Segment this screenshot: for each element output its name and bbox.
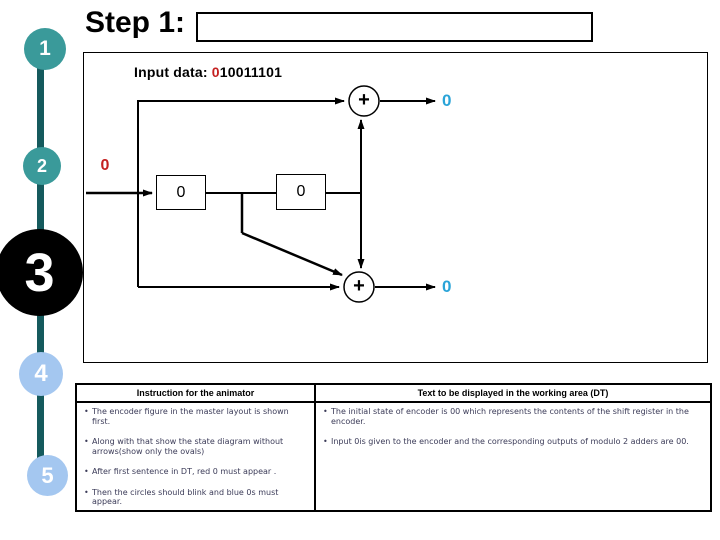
register-value: 0 [296,183,306,200]
display-text-list: The initial state of encoder is 00 which… [322,407,704,447]
step-circle-4: 4 [19,352,63,396]
encoder-wiring-diagram [86,85,436,303]
step-number: 3 [24,242,55,303]
modulo2-adder-top: + [358,89,370,111]
output-bit-bottom: 0 [442,277,452,296]
slide-title: Step 1: [85,6,186,39]
input-data-remaining-bits: 10011101 [219,64,283,80]
step-circle-5: 5 [27,455,68,496]
step-title-placeholder-box [196,12,593,42]
list-item: Input 0is given to the encoder and the c… [322,437,704,447]
step-circle-2: 2 [23,147,61,185]
step-number: 2 [36,155,47,176]
table-header-display-text: Text to be displayed in the working area… [314,385,710,403]
step-number: 4 [34,360,48,387]
input-data-label: Input data: [134,64,208,80]
animator-instruction-table: Instruction for the animator Text to be … [75,383,712,512]
input-data-text: Input data:010011101 [134,64,282,80]
animator-instructions-cell: The encoder figure in the master layout … [77,403,314,510]
table-header-animator: Instruction for the animator [77,385,314,403]
list-item: The initial state of encoder is 00 which… [322,407,704,426]
modulo2-adder-bottom: + [353,275,365,297]
shift-register-2: 0 [276,174,326,210]
register-value: 0 [176,183,186,201]
step-circle-1: 1 [24,28,66,70]
list-item: Along with that show the state diagram w… [83,437,308,456]
step-number: 1 [39,37,51,60]
step-circle-3-current: 3 [0,229,83,316]
shift-register-1: 0 [156,175,206,210]
encoder-panel: Input data:010011101 0 0 0 + + 0 0 [83,52,708,363]
input-data-current-bit: 0 [211,64,220,80]
display-text-cell: The initial state of encoder is 00 which… [314,403,710,510]
list-item: After first sentence in DT, red 0 must a… [83,467,308,477]
list-item: Then the circles should blink and blue 0… [83,488,308,507]
output-bit-top: 0 [442,91,452,110]
current-input-bit: 0 [100,157,110,174]
list-item: The encoder figure in the master layout … [83,407,308,426]
animator-instruction-list: The encoder figure in the master layout … [83,407,308,507]
step-number: 5 [41,462,54,488]
